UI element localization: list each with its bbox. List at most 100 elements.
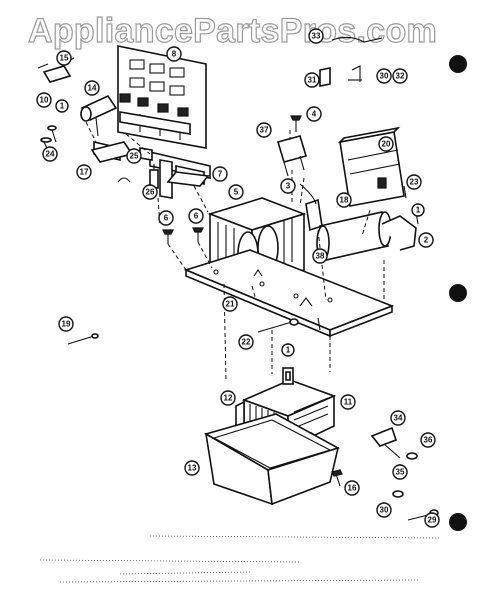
svg-text:20: 20 [382,140,391,149]
svg-text:1: 1 [286,346,291,355]
callout-30-bottom: 30 [376,502,392,518]
diode-bracket-part [276,135,308,177]
callout-1-base: 1 [281,343,295,357]
svg-text:5: 5 [234,188,239,197]
callout-15: 15 [56,50,72,66]
svg-text:2: 2 [424,236,429,245]
svg-text:1: 1 [60,102,65,111]
callout-38: 38 [312,248,328,264]
svg-text:14: 14 [88,84,97,93]
callout-6-a: 6 [158,210,174,226]
svg-text:30: 30 [380,506,389,515]
clamp-screw-part [403,185,407,199]
cylinder-capacitor-part [316,211,392,261]
svg-text:3: 3 [286,182,291,191]
callout-17: 17 [76,164,92,180]
svg-text:6: 6 [194,212,199,221]
small-clips-top-right [319,36,383,87]
svg-text:11: 11 [344,398,353,407]
svg-text:21: 21 [226,300,235,309]
svg-text:29: 29 [428,516,437,525]
svg-text:19: 19 [62,320,71,329]
thermostat-nut [406,452,418,460]
callout-36: 36 [420,432,436,448]
lead-wire-part [67,335,95,345]
svg-text:25: 25 [130,152,139,161]
punch-hole-bottom [449,513,467,531]
callout-25: 25 [126,148,142,164]
callout-21: 21 [222,296,238,312]
lead-wire-end [91,333,99,339]
punch-hole-middle [449,284,467,302]
svg-text:12: 12 [224,394,233,403]
svg-text:26: 26 [146,188,155,197]
callout-18: 18 [336,192,352,208]
callout-6-b: 6 [188,208,204,224]
cap-part [392,490,404,498]
tray-screw-head [331,469,343,477]
svg-text:38: 38 [316,252,325,261]
callout-12: 12 [220,390,236,406]
svg-text:13: 13 [188,464,197,473]
callout-22: 22 [238,334,254,350]
callout-5: 5 [228,184,244,200]
callout-37: 37 [256,122,272,138]
callout-11: 11 [340,394,356,410]
svg-text:31: 31 [308,76,317,85]
svg-text:32: 32 [396,72,405,81]
mounting-bracket-part [166,171,210,187]
callout-2: 2 [418,232,434,248]
callout-35: 35 [392,464,408,480]
punch-hole-top [449,55,467,73]
callout-29: 29 [424,512,440,528]
callout-26: 26 [142,184,158,200]
svg-text:18: 18 [340,196,349,205]
wire-clip-part [117,177,131,183]
svg-text:36: 36 [424,436,433,445]
callout-33: 33 [308,28,324,44]
callout-23: 23 [406,174,422,190]
capacitor-clamp-part [381,215,417,251]
callout-16: 16 [344,480,360,496]
svg-text:1: 1 [416,206,421,215]
scan-noise [39,535,441,583]
svg-text:8: 8 [172,50,177,59]
thermostat-bracket-part [370,426,401,459]
callout-30: 30 [376,68,392,84]
callout-4: 4 [306,106,322,122]
callout-20: 20 [378,136,394,152]
callout-24: 24 [42,146,58,162]
capacitor-part [80,94,118,137]
svg-text:16: 16 [348,484,357,493]
svg-text:30: 30 [380,72,389,81]
callout-13: 13 [184,460,200,476]
tray-screw-part [335,473,341,487]
svg-text:7: 7 [218,170,223,179]
small-screws-left [40,125,57,151]
callout-31: 31 [304,72,320,88]
svg-text:10: 10 [40,96,49,105]
svg-text:37: 37 [260,126,269,135]
svg-text:15: 15 [60,54,69,63]
transformer-screws [162,227,204,244]
callout-1-right: 1 [411,203,425,217]
svg-text:34: 34 [394,414,403,423]
svg-text:17: 17 [80,168,89,177]
svg-text:23: 23 [410,178,419,187]
callout-32: 32 [392,68,408,84]
waveguide-tray-part [203,413,341,506]
callout-7: 7 [212,166,228,182]
callout-19: 19 [58,316,74,332]
svg-text:35: 35 [396,468,405,477]
svg-text:4: 4 [312,110,317,119]
svg-text:22: 22 [242,338,251,347]
callout-3: 3 [280,178,296,194]
callout-1-left: 1 [55,99,69,113]
control-board-assembly [117,45,207,149]
callout-14: 14 [84,80,100,96]
svg-text:24: 24 [46,150,55,159]
callout-34: 34 [390,410,406,426]
callout-10: 10 [36,92,52,108]
watermark-text: AppliancePartsPros.com [28,12,437,50]
